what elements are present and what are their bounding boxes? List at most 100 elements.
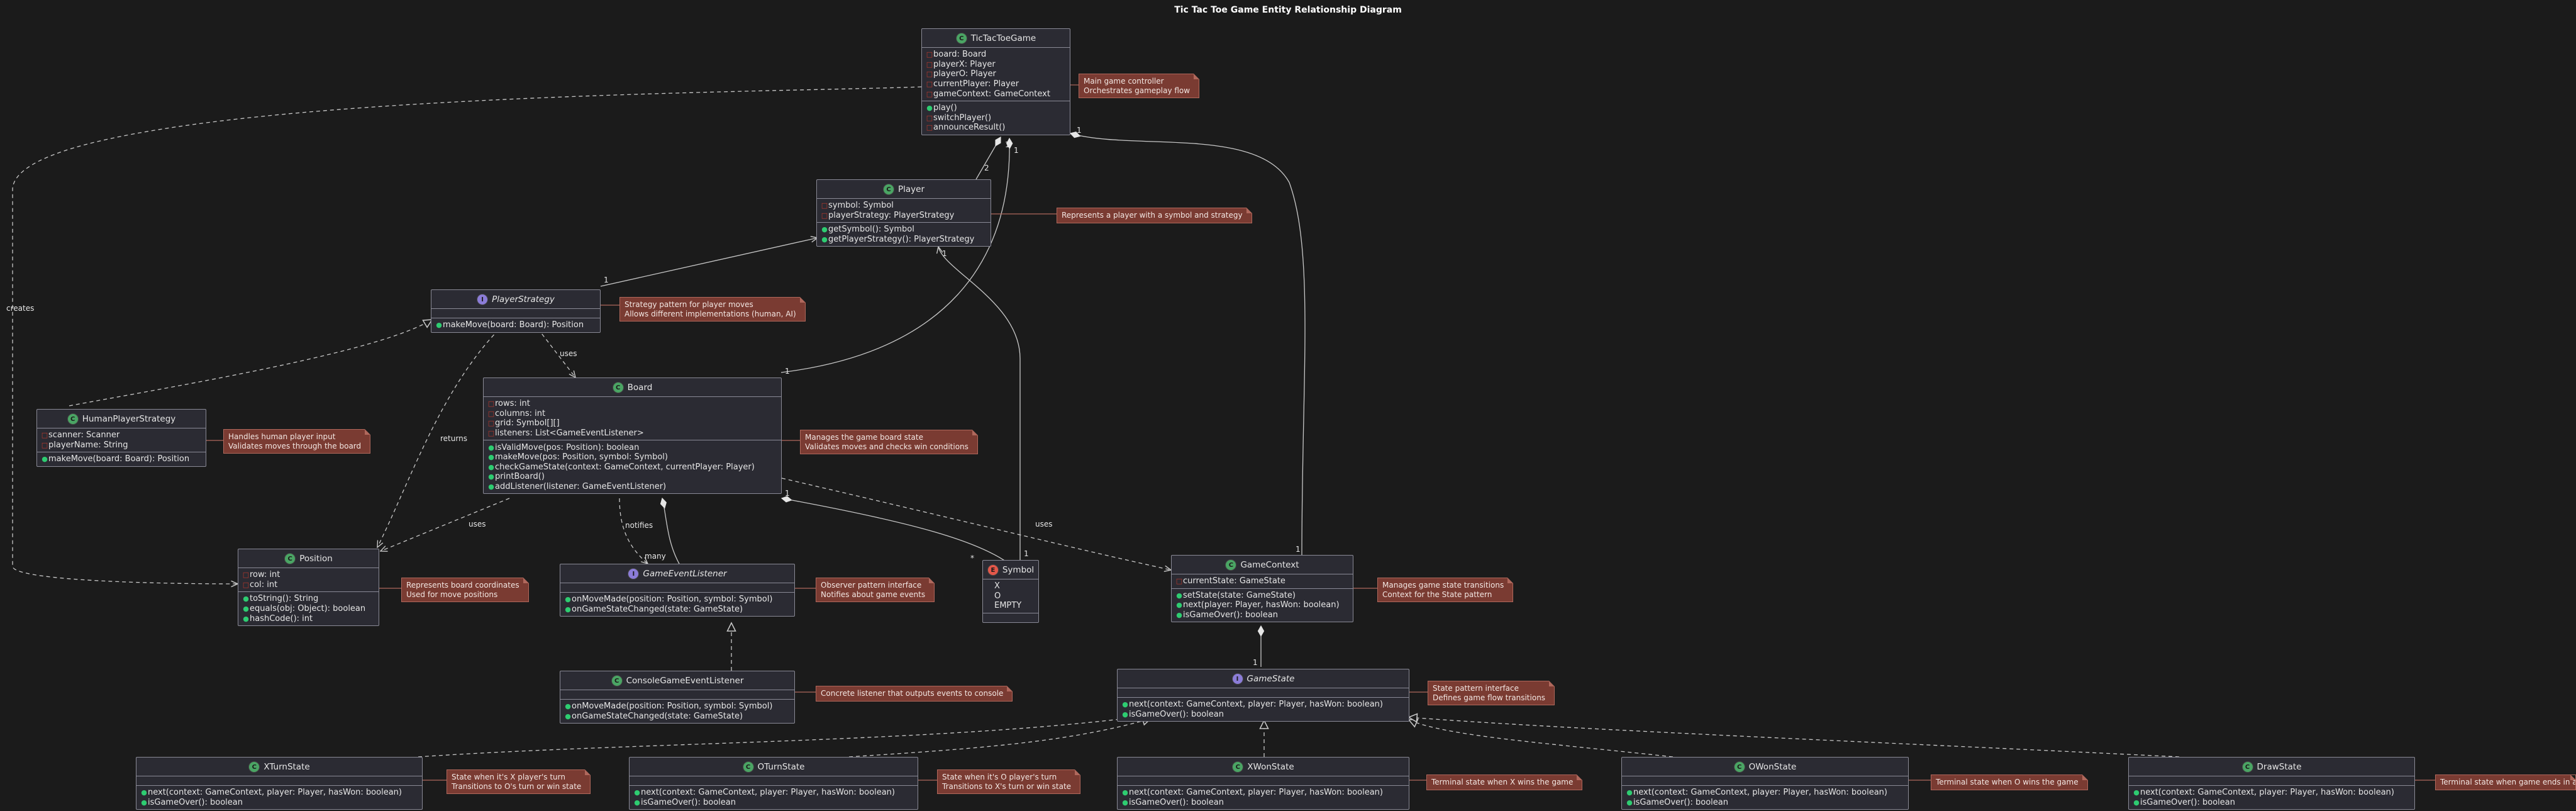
note-line: Manages game state transitions xyxy=(1382,581,1504,590)
class-badge-icon: C xyxy=(955,33,967,44)
class-badge-icon: C xyxy=(611,675,623,686)
class-fields-section xyxy=(1622,776,1908,786)
member-text: isGameOver(): boolean xyxy=(2140,797,2235,807)
class-badge-icon: C xyxy=(284,553,296,564)
class-field: □scanner: Scanner xyxy=(41,430,202,440)
class-name: PlayerStrategy xyxy=(492,294,555,305)
diagram-title: Tic Tac Toe Game Entity Relationship Dia… xyxy=(1174,5,1402,15)
enum-badge-icon: E xyxy=(987,564,999,576)
edge-strategy-returns-position xyxy=(377,329,499,547)
note-line: Context for the State pattern xyxy=(1382,590,1492,599)
class-method: □announceResult() xyxy=(926,123,1066,133)
member-text: isGameOver(): boolean xyxy=(1129,797,1224,807)
interface-badge-icon: I xyxy=(1231,673,1243,685)
class-method: ●makeMove(board: Board): Position xyxy=(41,454,202,464)
private-marker-icon: □ xyxy=(821,201,828,210)
note-line: Terminal state when O wins the game xyxy=(1936,778,2079,786)
class-field: □grid: Symbol[][] xyxy=(487,418,777,428)
note-line: Manages the game board state xyxy=(805,433,923,442)
public-marker-icon: ● xyxy=(488,473,494,481)
class-field: □listeners: List<GameEventListener> xyxy=(487,428,777,439)
private-marker-icon: □ xyxy=(41,431,48,440)
edge-player-symbol xyxy=(938,247,1021,560)
member-text: grid: Symbol[][] xyxy=(495,418,560,428)
class-methods-section: ●toString(): String●equals(obj: Object):… xyxy=(238,592,379,625)
private-marker-icon: □ xyxy=(926,50,933,59)
member-text: next(context: GameContext, player: Playe… xyxy=(641,788,895,798)
interface-badge-icon: I xyxy=(628,568,640,579)
public-marker-icon: ● xyxy=(821,235,828,244)
note-line: Concrete listener that outputs events to… xyxy=(821,689,1004,698)
public-marker-icon: ● xyxy=(1176,591,1182,600)
member-text: isGameOver(): boolean xyxy=(1129,709,1224,719)
class-name: HumanPlayerStrategy xyxy=(82,414,176,424)
member-text: announceResult() xyxy=(933,123,1006,133)
mult-context-state: 1 xyxy=(1253,658,1258,667)
class-method: ●next(context: GameContext, player: Play… xyxy=(1626,788,1904,798)
public-marker-icon: ● xyxy=(1626,798,1633,807)
class-method: ●setState(state: GameState) xyxy=(1175,591,1349,601)
private-marker-icon: □ xyxy=(487,400,495,408)
member-text: isGameOver(): boolean xyxy=(641,797,736,807)
member-text: gameContext: GameContext xyxy=(933,89,1050,99)
member-text: addListener(listener: GameEventListener) xyxy=(495,482,667,492)
edge-board-notifies-listener xyxy=(619,498,648,564)
public-marker-icon: ● xyxy=(488,443,494,452)
class-fields-section: □rows: int□columns: int□grid: Symbol[][]… xyxy=(484,397,781,441)
class-badge-icon: C xyxy=(612,382,624,393)
public-marker-icon: ● xyxy=(1122,788,1128,797)
class-method: ●printBoard() xyxy=(487,472,777,482)
class-field: □columns: int xyxy=(487,409,777,419)
note-line: Notifies about game events xyxy=(821,590,926,599)
member-text: onMoveMade(position: Position, symbol: S… xyxy=(572,702,773,712)
mult-player-strategy: 1 xyxy=(604,276,609,284)
public-marker-icon: ● xyxy=(243,614,249,623)
member-text: onGameStateChanged(state: GameState) xyxy=(572,711,743,721)
member-text: play() xyxy=(933,103,957,113)
class-method: ●next(context: GameContext, player: Play… xyxy=(2133,788,2411,798)
note-line: Represents board coordinates xyxy=(406,581,519,590)
class-field: □row: int xyxy=(242,570,375,580)
member-text: getSymbol(): Symbol xyxy=(828,225,914,235)
class-method: ●hashCode(): int xyxy=(242,613,375,624)
member-text: toString(): String xyxy=(250,594,319,604)
label-strategy-uses-board: uses xyxy=(560,349,577,358)
member-text: currentPlayer: Player xyxy=(933,79,1019,89)
edge-oturn-implements xyxy=(848,719,1151,758)
note-line: Represents a player with a symbol and st… xyxy=(1062,211,1243,220)
member-text: X xyxy=(994,581,1000,591)
private-marker-icon: □ xyxy=(926,123,933,132)
class-method: ●checkGameState(context: GameContext, cu… xyxy=(487,462,777,473)
private-marker-icon: □ xyxy=(926,113,933,122)
member-text: isGameOver(): boolean xyxy=(1633,797,1728,807)
note-line: Validates moves and checks win condition… xyxy=(805,442,969,451)
member-text: listeners: List<GameEventListener> xyxy=(495,428,644,439)
class-fields-section xyxy=(136,776,422,786)
class-methods-section: ●next(context: GameContext, player: Play… xyxy=(1622,786,1908,809)
edge-player-strategy xyxy=(600,238,818,287)
member-text: next(context: GameContext, player: Playe… xyxy=(1129,700,1383,710)
class-name: XTurnState xyxy=(264,762,310,772)
